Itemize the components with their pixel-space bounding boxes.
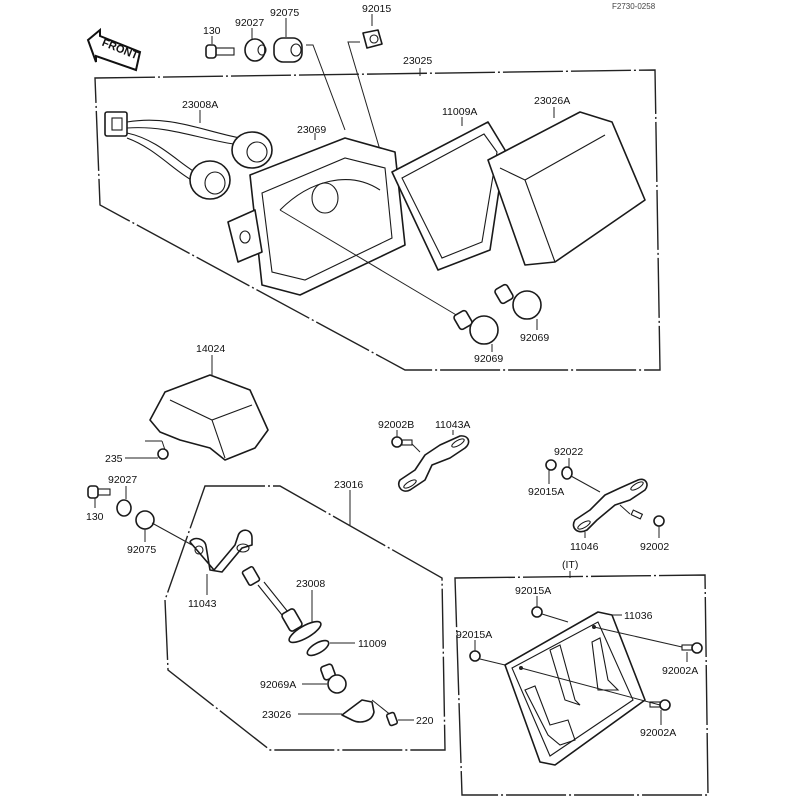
bolt-92002[interactable] [619, 504, 665, 538]
label-220: 220 [416, 715, 434, 727]
group-label-23025: 23025 [403, 55, 432, 67]
label-92015A-mid: 92015A [528, 486, 564, 498]
label-92002A-upper: 92002A [662, 665, 698, 677]
front-arrow-icon: FRONT [86, 27, 142, 72]
label-92069A: 92069A [260, 679, 296, 691]
label-23008: 23008 [296, 578, 325, 590]
bolt-130-top[interactable] [205, 36, 235, 59]
collar-92027-mid[interactable] [116, 486, 132, 517]
nut-92015A-plate-top[interactable] [531, 596, 569, 623]
label-130-top: 130 [203, 25, 221, 37]
label-92027-mid: 92027 [108, 474, 137, 486]
license-lamp-assembly-outline [164, 485, 446, 751]
damper-92075-mid[interactable] [135, 510, 193, 546]
label-92027-top: 92027 [235, 17, 264, 29]
label-92069-right: 92069 [520, 332, 549, 344]
label-92015-top: 92015 [362, 3, 391, 15]
bulb-92069-right[interactable] [494, 283, 542, 330]
label-23026: 23026 [262, 709, 291, 721]
label-11043A: 11043A [435, 419, 470, 431]
label-92002B: 92002B [378, 419, 414, 431]
label-11009A: 11009A [442, 106, 477, 118]
license-plate-assembly-outline [454, 574, 709, 796]
cover-14024[interactable] [149, 355, 269, 461]
label-23026A: 23026A [534, 95, 570, 107]
nut-92015A-mid[interactable] [545, 459, 557, 484]
collar-92027-top[interactable] [244, 28, 267, 62]
label-92015A-plate-top: 92015A [515, 585, 551, 597]
bulb-92069A[interactable] [302, 663, 347, 694]
socket-23008[interactable] [241, 566, 324, 646]
label-92075-mid: 92075 [127, 544, 156, 556]
label-92002: 92002 [640, 541, 669, 553]
nut-92015-top[interactable] [347, 14, 383, 151]
license-plate-bracket-11036[interactable] [504, 611, 683, 766]
label-92022: 92022 [554, 446, 583, 458]
label-23069: 23069 [297, 124, 326, 136]
lens-23026A[interactable] [487, 107, 646, 266]
bolt-92002B[interactable] [391, 430, 421, 453]
label-11043: 11043 [188, 598, 217, 610]
group-label-23016: 23016 [334, 479, 363, 491]
bracket-11046[interactable] [572, 478, 648, 538]
wiring-harness-23008A[interactable] [104, 110, 273, 200]
gasket-11009A[interactable] [391, 117, 506, 271]
lens-23026[interactable] [298, 699, 375, 723]
bracket-11043[interactable] [189, 529, 253, 595]
screw-235[interactable] [125, 440, 169, 460]
label-235: 235 [105, 453, 123, 465]
label-11036: 11036 [624, 610, 653, 622]
housing-23069[interactable] [227, 133, 406, 296]
group-label-IT: (IT) [562, 559, 578, 571]
washer-92022[interactable] [561, 458, 601, 493]
label-92075-top: 92075 [270, 7, 299, 19]
label-92069-left: 92069 [474, 353, 503, 365]
bracket-11043A[interactable] [397, 430, 470, 492]
bolt-92002A-upper[interactable] [681, 642, 703, 662]
label-14024: 14024 [196, 343, 225, 355]
label-11009: 11009 [358, 638, 387, 650]
reference-code: F2730-0258 [612, 2, 656, 11]
nut-92015A-plate-left[interactable] [469, 640, 506, 666]
bolt-130-mid[interactable] [87, 485, 111, 508]
screw-220[interactable] [371, 699, 414, 727]
label-92015A-plate-left: 92015A [456, 629, 492, 641]
bulb-92069-left[interactable] [279, 209, 499, 352]
label-11046: 11046 [570, 541, 599, 553]
headlight-assembly-outline [94, 69, 661, 371]
damper-92075-top[interactable] [273, 18, 346, 131]
label-130-mid: 130 [86, 511, 104, 523]
gasket-11009[interactable] [305, 638, 355, 659]
label-92002A-lower: 92002A [640, 727, 676, 739]
bolt-92002A-lower[interactable] [649, 699, 671, 725]
label-23008A: 23008A [182, 99, 218, 111]
